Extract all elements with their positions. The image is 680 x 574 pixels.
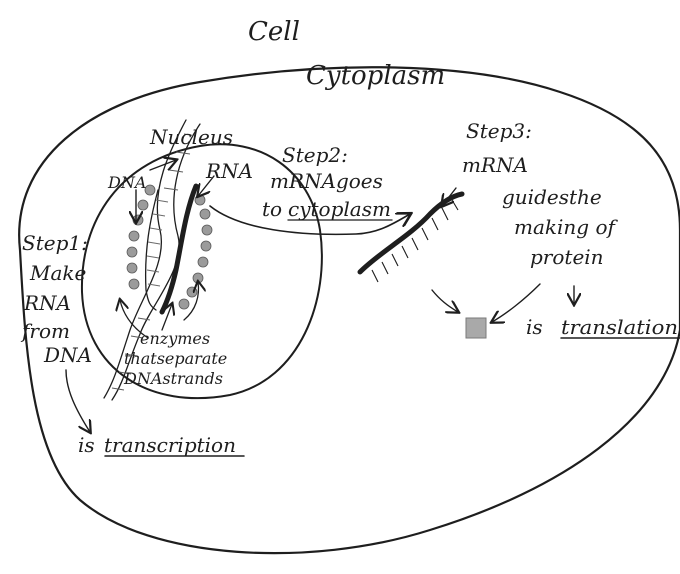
translation-word: translation [561,315,678,339]
step2-line1: Step2: [282,143,348,167]
step1-line3: RNA [23,291,71,315]
step3-line4: making of [514,215,618,239]
protein-square [466,318,486,338]
step3-line1: Step3: [466,119,532,143]
transcription-word: transcription [104,433,236,457]
dna-label: DNA [107,173,146,192]
step2-line2: mRNAgoes [270,169,383,193]
enzymes-line1: enzymes [140,329,210,348]
transcription-prefix: is [78,433,95,457]
rna-label: RNA [205,159,253,183]
step1-line1: Step1: [22,231,88,255]
nucleus-label: Nucleus [149,125,233,149]
arrow-to-protein-left [432,290,458,312]
step1-line2: Make [29,261,86,285]
cell-label: Cell [248,17,300,47]
enzymes-line2: thatseparate [124,349,227,368]
cytoplasm-label: Cytoplasm [306,61,445,91]
cell-membrane [19,67,680,553]
step3-line5: protein [530,245,604,269]
step1-line5: DNA [43,343,92,367]
step3-line3: guidesthe [502,185,602,209]
step2-line3: to [262,197,282,221]
translation-prefix: is [526,315,543,339]
arrow-step1-to-transcription [66,370,90,432]
enzymes-line3: DNAstrands [123,369,223,388]
step3-line2: mRNA [462,153,528,177]
step1-line4: from [20,319,70,343]
step2-line3b: cytoplasm [288,197,391,221]
